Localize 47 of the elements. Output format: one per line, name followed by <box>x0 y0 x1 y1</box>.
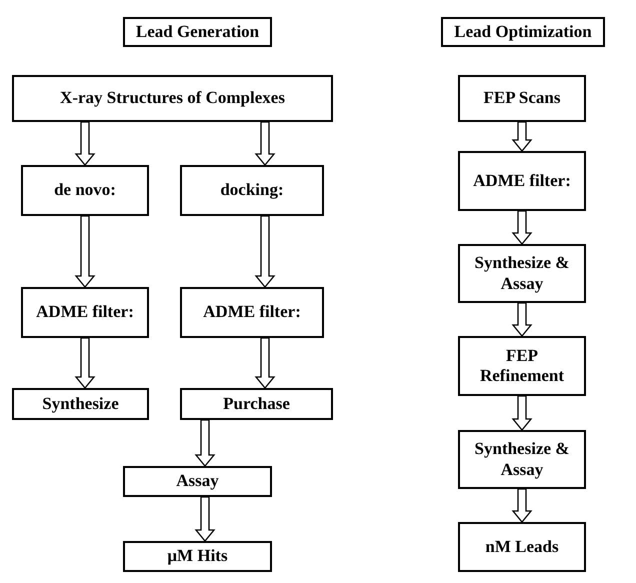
box-label: Lead Optimization <box>454 22 592 42</box>
hollow-arrow <box>512 302 532 338</box>
hollow-arrow <box>512 488 532 524</box>
process-box <box>458 336 586 396</box>
process-box <box>21 287 149 338</box>
box-label: ADME filter: <box>36 302 134 323</box>
box-label: de novo: <box>54 180 116 201</box>
process-box <box>21 165 149 216</box>
box-label: X-ray Structures of Complexes <box>60 88 285 109</box>
hollow-arrow <box>254 215 276 288</box>
process-box <box>458 75 586 122</box>
box-label: FEP Refinement <box>478 346 566 386</box>
box-label: ADME filter: <box>203 302 301 323</box>
process-box <box>458 151 586 211</box>
process-box <box>180 165 324 216</box>
box-label: ADME filter: <box>473 170 571 192</box>
hollow-arrow <box>254 337 276 390</box>
process-box <box>123 466 272 497</box>
process-box <box>458 244 586 303</box>
process-box <box>12 388 149 420</box>
process-box <box>123 541 272 572</box>
box-label: μM Hits <box>167 546 228 567</box>
box-label: docking: <box>220 180 284 201</box>
box-label: Synthesize <box>42 394 119 414</box>
process-box <box>458 522 586 572</box>
box-label: nM Leads <box>485 536 559 558</box>
box-label: Synthesize & Assay <box>474 253 570 294</box>
box-label: Synthesize & Assay <box>474 439 570 480</box>
box-label: Lead Generation <box>136 22 260 42</box>
hollow-arrow <box>194 419 216 468</box>
box-label: Assay <box>176 471 219 492</box>
box-label: Purchase <box>223 394 290 414</box>
hollow-arrow <box>74 121 96 166</box>
hollow-arrow <box>74 337 96 390</box>
process-box <box>123 17 272 47</box>
hollow-arrow <box>512 121 532 152</box>
hollow-arrow <box>512 210 532 246</box>
process-box <box>180 388 333 420</box>
box-label: FEP Scans <box>484 88 560 109</box>
process-box <box>458 430 586 489</box>
process-box <box>12 75 333 122</box>
hollow-arrow <box>254 121 276 166</box>
hollow-arrow <box>194 496 216 542</box>
hollow-arrow <box>74 215 96 288</box>
process-box <box>441 17 605 47</box>
hollow-arrow <box>512 395 532 432</box>
process-box <box>180 287 324 338</box>
